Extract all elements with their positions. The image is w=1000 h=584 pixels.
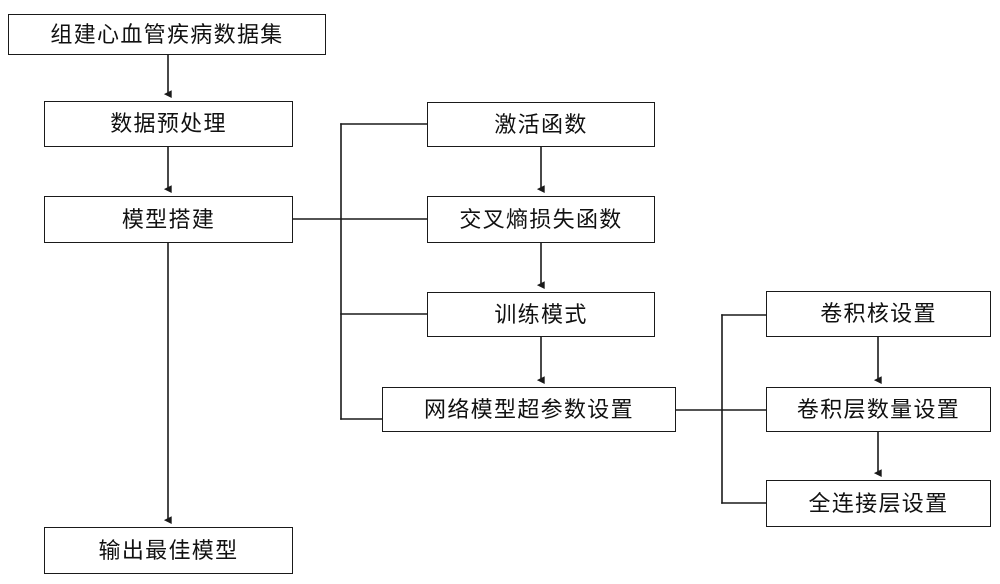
node-fully-connected-layer-settings-label: 全连接层设置 <box>808 490 949 516</box>
node-dataset-label: 组建心血管疾病数据集 <box>50 21 284 47</box>
node-output-best-model-label: 输出最佳模型 <box>98 537 239 563</box>
node-activation-function-label: 激活函数 <box>494 111 588 137</box>
node-hyperparameter-settings[interactable]: 网络模型超参数设置 <box>382 387 676 432</box>
node-kernel-settings-label: 卷积核设置 <box>820 301 937 326</box>
node-activation-function[interactable]: 激活函数 <box>427 102 655 147</box>
node-model-building-label: 模型搭建 <box>121 206 216 232</box>
node-data-preprocessing[interactable]: 数据预处理 <box>44 101 293 147</box>
node-training-mode[interactable]: 训练模式 <box>427 292 655 337</box>
node-cross-entropy-loss[interactable]: 交叉熵损失函数 <box>427 196 655 243</box>
node-hyperparameter-settings-label: 网络模型超参数设置 <box>424 396 634 422</box>
node-data-preprocessing-label: 数据预处理 <box>110 111 227 136</box>
node-fully-connected-layer-settings[interactable]: 全连接层设置 <box>766 480 991 527</box>
node-conv-layer-count-settings-label: 卷积层数量设置 <box>796 396 961 422</box>
node-cross-entropy-loss-label: 交叉熵损失函数 <box>459 206 623 232</box>
node-output-best-model[interactable]: 输出最佳模型 <box>44 527 293 574</box>
node-training-mode-label: 训练模式 <box>494 301 588 327</box>
node-kernel-settings[interactable]: 卷积核设置 <box>766 291 991 337</box>
node-conv-layer-count-settings[interactable]: 卷积层数量设置 <box>766 387 991 432</box>
node-dataset[interactable]: 组建心血管疾病数据集 <box>8 14 326 55</box>
node-model-building[interactable]: 模型搭建 <box>44 196 293 243</box>
